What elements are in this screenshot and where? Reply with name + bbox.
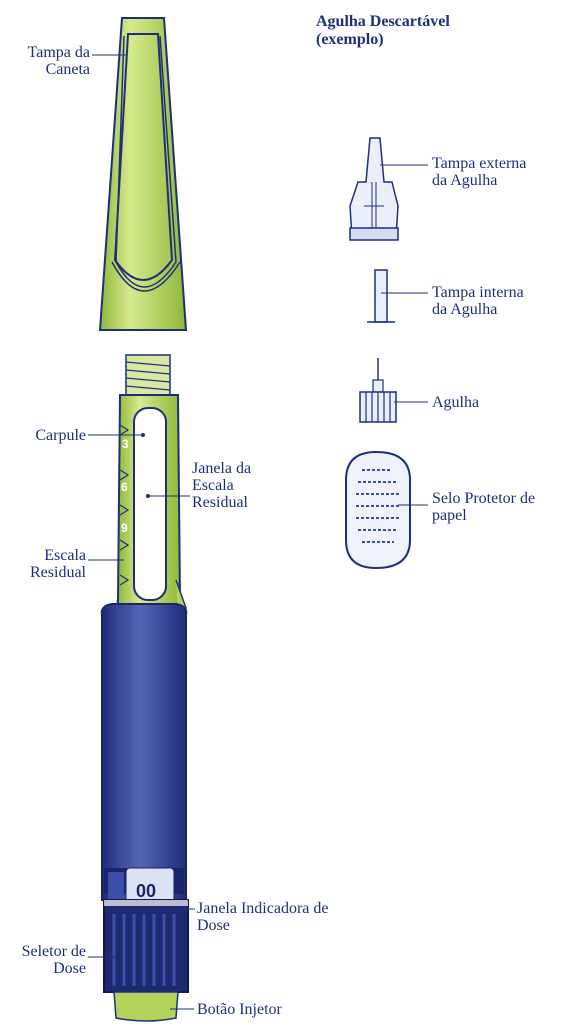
label-dose-selector-line-1: Seletor de [21, 943, 86, 960]
label-injection-button-line-1: Botão Injetor [197, 1001, 282, 1018]
cartridge-holder [116, 394, 187, 613]
label-injection-button: Botão Injetor [197, 1001, 282, 1018]
label-residual-scale: Escala Residual [6, 547, 86, 581]
leader-lines [88, 54, 428, 1010]
label-needle: Agulha [432, 394, 479, 411]
label-paper-seal-line-2: papel [432, 507, 467, 524]
label-inner-needle-cap-line-2: da Agulha [432, 301, 498, 318]
label-outer-needle-cap-line-2: da Agulha [432, 172, 498, 189]
needle-section-title: Agulha Descartável (exemplo) [316, 13, 450, 49]
label-pen-cap-line-2: Caneta [45, 61, 90, 78]
needle [359, 358, 397, 423]
label-dose-selector: Seletor de Dose [6, 943, 86, 977]
scale-mark-9: 9 [121, 521, 128, 535]
label-dose-window: Janela Indicadora de Dose [197, 900, 328, 934]
label-paper-seal-line-1: Selo Protetor de [432, 490, 536, 507]
label-pen-cap-line-1: Tampa da [27, 44, 90, 61]
scale-mark-6: 6 [121, 480, 128, 494]
label-carpule-line-1: Carpule [35, 427, 86, 444]
paper-seal [345, 450, 411, 570]
label-pen-cap: Tampa da Caneta [6, 44, 90, 78]
scale-mark-3: 3 [122, 437, 129, 451]
title-line-1: Agulha Descartável [316, 13, 450, 30]
pen-thread [125, 354, 171, 396]
pen-cap [98, 17, 188, 331]
title-line-2: (exemplo) [316, 31, 384, 48]
scale-marks: 3 6 9 [121, 437, 129, 535]
label-inner-needle-cap: Tampa interna da Agulha [432, 284, 524, 318]
injection-button [113, 991, 179, 1022]
label-dose-window-line-2: Dose [197, 917, 230, 934]
label-outer-needle-cap: Tampa externa da Agulha [432, 155, 526, 189]
label-dose-window-line-1: Janela Indicadora de [197, 900, 329, 917]
label-paper-seal: Selo Protetor de papel [432, 490, 535, 524]
dose-selector [103, 899, 189, 993]
label-needle-line-1: Agulha [432, 394, 480, 411]
label-carpule: Carpule [6, 427, 86, 444]
label-residual-window-line-1: Janela da [192, 460, 252, 477]
label-residual-scale-line-2: Residual [30, 564, 86, 581]
dose-readout: 00 [136, 881, 156, 901]
pen-body [100, 603, 188, 909]
label-dose-selector-line-2: Dose [53, 960, 86, 977]
label-inner-needle-cap-line-1: Tampa interna [432, 284, 524, 301]
label-outer-needle-cap-line-1: Tampa externa [432, 155, 527, 172]
label-residual-window: Janela da Escala Residual [192, 460, 251, 511]
label-residual-window-line-2: Escala [192, 477, 234, 494]
label-residual-window-line-3: Residual [192, 494, 248, 511]
needle-outer-cap [349, 137, 399, 241]
needle-inner-cap [367, 269, 395, 323]
label-residual-scale-line-1: Escala [44, 547, 86, 564]
